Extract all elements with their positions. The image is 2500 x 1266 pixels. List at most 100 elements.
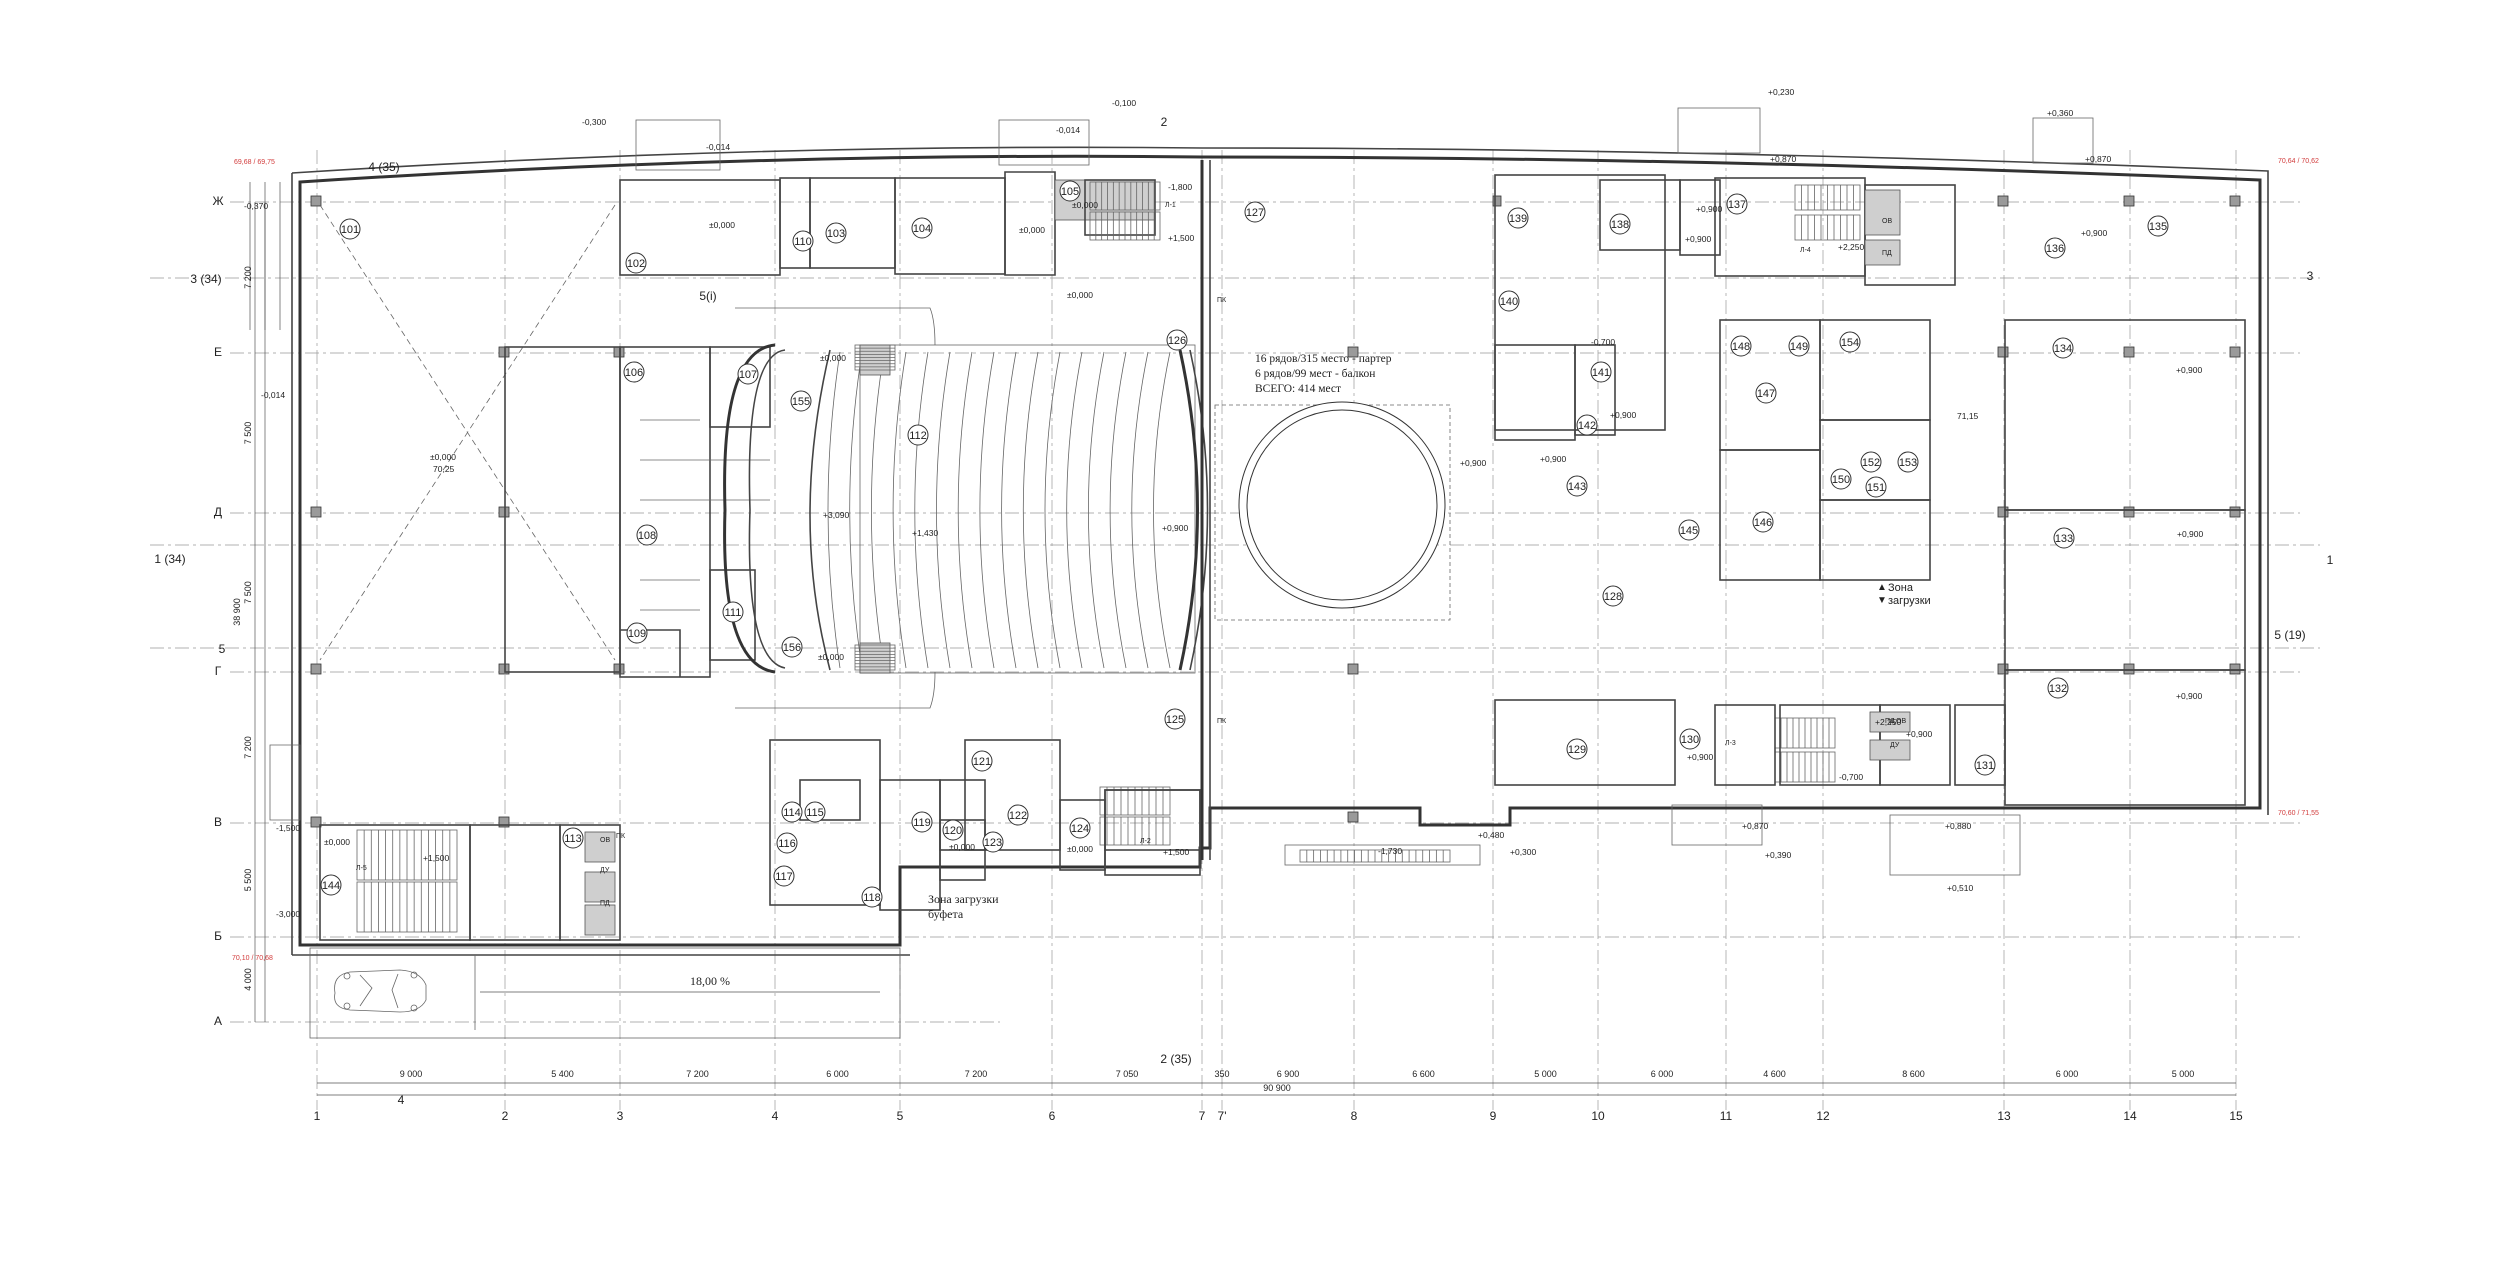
elevation-mark-r133: +0,900 (2177, 529, 2204, 539)
elevation-mark-lift: +2,250 (1838, 242, 1865, 252)
room-number-127: 127 (1246, 207, 1264, 219)
elevation-mark-p0510: +0,510 (1947, 883, 1974, 893)
room-number-145: 145 (1680, 525, 1698, 537)
pd-label-1: ПД (1882, 250, 1892, 257)
elevation-mark-p0900y: +0,900 (1685, 234, 1712, 244)
room-number-140: 140 (1500, 296, 1518, 308)
room-number-115: 115 (806, 807, 824, 819)
room-number-148: 148 (1732, 341, 1750, 353)
zone-loading-line-1: Зона (1888, 582, 1914, 594)
buffet-note-line-1: Зона загрузки (928, 892, 999, 906)
seat-row (936, 351, 951, 669)
room-number-circle (911, 811, 933, 833)
stair-label-l4: Л-4 (1800, 247, 1811, 254)
room-number-152: 152 (1862, 457, 1880, 469)
axis-label-4: 4 (398, 1093, 405, 1107)
room-number-circle (623, 361, 645, 383)
room-number-131: 131 (1976, 760, 1994, 772)
room-number-circle (737, 363, 759, 385)
axis-label-5: 5 (897, 1109, 904, 1123)
dim-bottom-1: 5 400 (551, 1069, 574, 1079)
elevation-mark-top_p0360: +0,360 (2047, 108, 2074, 118)
axis-label-Б: Б (214, 929, 222, 943)
room-number-circle (2053, 527, 2075, 549)
turntable-inner (1246, 409, 1438, 601)
room-number-circle (2052, 337, 2074, 359)
dim-left-2: 7 500 (243, 581, 253, 604)
elevation-mark-r132: +0,900 (2176, 691, 2203, 701)
axis-label-3-right: 3 (2307, 269, 2314, 283)
room-number-112: 112 (909, 430, 927, 442)
room-number-122: 122 (1009, 810, 1027, 822)
dim-bottom-12: 8 600 (1902, 1069, 1925, 1079)
hall-note-line-2: 6 рядов/99 мест - балкон (1255, 368, 1375, 380)
seat-row (1153, 351, 1171, 669)
seat-row (827, 351, 841, 669)
room-number-circle (1755, 382, 1777, 404)
elevation-mark-top_m0300: -0,300 (582, 117, 606, 127)
axis-label-Д: Д (214, 505, 222, 519)
axis-label-7': 7' (1218, 1109, 1227, 1123)
axis-label-Е: Е (214, 345, 222, 359)
zone-arrow-up-icon: ▲ (1877, 582, 1887, 593)
room-number-121: 121 (973, 756, 991, 768)
seat-row (1022, 351, 1039, 669)
room-number-102: 102 (627, 258, 645, 270)
seat-row (892, 351, 907, 669)
car-symbol (334, 969, 427, 1013)
pk-label-2: ПК (1217, 297, 1227, 304)
room-number-circle (1678, 519, 1700, 541)
pd-label-2: ПД (600, 900, 610, 907)
dim-bottom-0: 9 000 (400, 1069, 423, 1079)
axis-label-2-top: 2 (1161, 115, 1168, 129)
room-number-circle (1865, 476, 1887, 498)
dim-bottom-10: 6 000 (1651, 1069, 1674, 1079)
room-number-139: 139 (1509, 213, 1527, 225)
axis-label-15: 15 (2229, 1109, 2243, 1123)
room-number-circle (1609, 213, 1631, 235)
axis-label-6: 6 (1049, 1109, 1056, 1123)
seat-row (1088, 351, 1105, 669)
room-number-119: 119 (913, 817, 931, 829)
hall-capacity-note: 16 рядов/315 место - партер 6 рядов/99 м… (1255, 353, 1392, 395)
room-number-128: 128 (1604, 591, 1622, 603)
axis-label-5: 5 (219, 642, 226, 656)
room-number-circle (2147, 215, 2169, 237)
elevation-mark-ent: +1,500 (1163, 847, 1190, 857)
elevation-mark-hall101: ±0,000 (430, 452, 456, 462)
stairs (356, 181, 1861, 933)
seat-row (957, 351, 973, 669)
elevation-mark-p0390: +0,390 (1765, 850, 1792, 860)
room-number-109: 109 (628, 628, 646, 640)
room-number-circle (1830, 468, 1852, 490)
axis-label-3-34: 3 (34) (190, 272, 221, 286)
elevation-mark-r107: ±0,000 (820, 353, 846, 363)
room-number-107: 107 (739, 369, 757, 381)
bottom-rooms (319, 739, 1201, 941)
room-number-circle (1507, 207, 1529, 229)
room-number-114: 114 (783, 807, 801, 819)
elevation-mark-r156: ±0,000 (818, 652, 844, 662)
dim-bottom-7: 6 900 (1277, 1069, 1300, 1079)
dim-bottom-13: 6 000 (2056, 1069, 2079, 1079)
room-number-circle (781, 636, 803, 658)
axis-label-11: 11 (1720, 1109, 1733, 1123)
seat-row (1044, 351, 1061, 669)
elevation-mark-r134: +0,900 (2176, 365, 2203, 375)
elevation-mark-r127: +0,900 (1460, 458, 1487, 468)
room-number-circle (2044, 237, 2066, 259)
stair-label-l3: Л-3 (1725, 740, 1736, 747)
room-number-104: 104 (913, 223, 931, 235)
seat-row (1001, 351, 1017, 669)
elevation-mark-left_m1500: -1,500 (276, 823, 300, 833)
elevation-mark-p0900x: +0,900 (1906, 729, 1933, 739)
room-number-circle (790, 390, 812, 412)
elevation-mark-left_m0370: -0,370 (244, 201, 268, 211)
stair-label-l5: Л-5 (356, 865, 367, 872)
elevation-mark-top_m0014b: -0,014 (1056, 125, 1080, 135)
room-number-156: 156 (783, 642, 801, 654)
elevation-mark-stair2: +1,500 (1168, 233, 1195, 243)
elevation-mark-r136: +0,900 (2081, 228, 2108, 238)
